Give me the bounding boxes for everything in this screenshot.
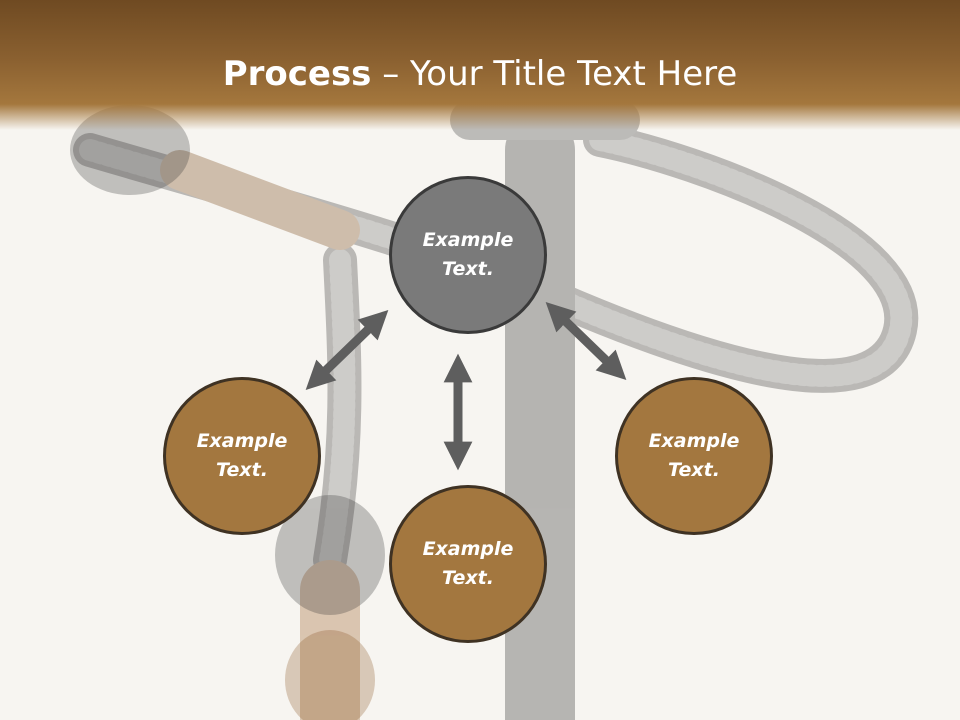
title-bar [0,0,960,130]
node-bottom-label: Example Text. [422,538,514,589]
node-top-label: Example Text. [422,229,514,280]
node-right-label: Example Text. [648,430,740,481]
node-left: Example Text. [163,377,321,535]
slide-title: Process – Your Title Text Here [0,52,960,96]
node-bottom: Example Text. [389,485,547,643]
node-left-label: Example Text. [196,430,288,481]
node-top: Example Text. [389,176,547,334]
title-bold: Process [222,54,372,94]
arrow-top-left [305,309,389,391]
title-rest: – Your Title Text Here [371,54,738,94]
node-right: Example Text. [615,377,773,535]
arrow-top-right [545,301,627,381]
